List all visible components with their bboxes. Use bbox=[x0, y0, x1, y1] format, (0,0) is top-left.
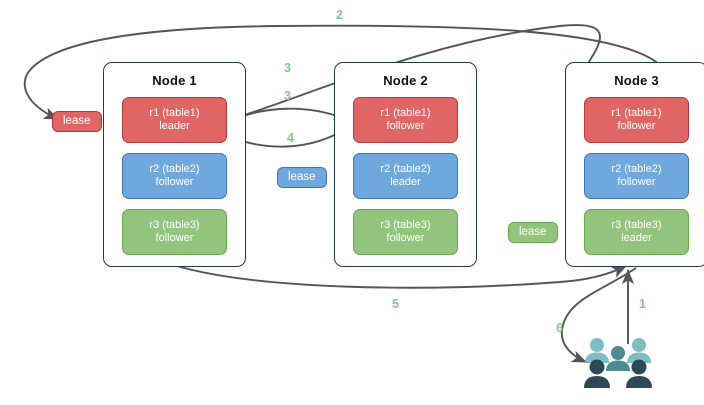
replica-r3[interactable]: r3 (table3) follower bbox=[122, 209, 227, 255]
step-label-1: 1 bbox=[639, 297, 646, 311]
node-card-node3[interactable]: Node 3 r1 (table1) follower r2 (table2) … bbox=[565, 62, 704, 267]
step-label-3a: 3 bbox=[284, 61, 291, 75]
lease-badge-r3[interactable]: lease bbox=[508, 222, 558, 243]
replica-name: r3 (table3) bbox=[380, 218, 431, 231]
step-label-6: 6 bbox=[556, 321, 563, 335]
replica-name: r3 (table3) bbox=[611, 218, 662, 231]
replica-role: leader bbox=[621, 232, 652, 244]
replica-role: follower bbox=[155, 176, 194, 188]
replica-name: r2 (table2) bbox=[149, 162, 200, 175]
replica-name: r3 (table3) bbox=[149, 218, 200, 231]
edge-2-node3-to-lease-r1 bbox=[23, 24, 661, 120]
replica-role: follower bbox=[155, 232, 194, 244]
replica-r2[interactable]: r2 (table2) follower bbox=[122, 153, 227, 199]
step-label-2: 2 bbox=[336, 8, 343, 22]
replica-r3[interactable]: r3 (table3) follower bbox=[353, 209, 458, 255]
replica-role: follower bbox=[617, 120, 656, 132]
replica-name: r2 (table2) bbox=[380, 162, 431, 175]
replica-r1[interactable]: r1 (table1) leader bbox=[122, 97, 227, 143]
lease-badge-r1[interactable]: lease bbox=[52, 111, 102, 132]
replica-r3[interactable]: r3 (table3) leader bbox=[584, 209, 689, 255]
node-title: Node 1 bbox=[152, 73, 197, 88]
replica-role: leader bbox=[390, 176, 421, 188]
step-label-3b: 3 bbox=[284, 89, 291, 103]
replica-name: r1 (table1) bbox=[149, 106, 200, 119]
replica-name: r1 (table1) bbox=[611, 106, 662, 119]
replica-r2[interactable]: r2 (table2) leader bbox=[353, 153, 458, 199]
step-label-5: 5 bbox=[392, 297, 399, 311]
replica-role: follower bbox=[386, 232, 425, 244]
edge-5-node1-to-node3 bbox=[176, 265, 628, 289]
lease-badge-r2[interactable]: lease bbox=[277, 167, 327, 188]
node-card-node2[interactable]: Node 2 r1 (table1) follower r2 (table2) … bbox=[334, 62, 477, 267]
people-icon bbox=[584, 338, 652, 388]
node-title: Node 2 bbox=[383, 73, 428, 88]
node-title: Node 3 bbox=[614, 73, 659, 88]
replica-name: r2 (table2) bbox=[611, 162, 662, 175]
replica-r1[interactable]: r1 (table1) follower bbox=[353, 97, 458, 143]
replica-role: follower bbox=[386, 120, 425, 132]
node-card-node1[interactable]: Node 1 r1 (table1) leader r2 (table2) fo… bbox=[103, 62, 246, 267]
step-label-4: 4 bbox=[287, 131, 294, 145]
replica-name: r1 (table1) bbox=[380, 106, 431, 119]
replica-role: follower bbox=[617, 176, 656, 188]
replica-r2[interactable]: r2 (table2) follower bbox=[584, 153, 689, 199]
edge-6-node3-to-client bbox=[560, 267, 637, 363]
replica-role: leader bbox=[159, 120, 190, 132]
replica-r1[interactable]: r1 (table1) follower bbox=[584, 97, 689, 143]
